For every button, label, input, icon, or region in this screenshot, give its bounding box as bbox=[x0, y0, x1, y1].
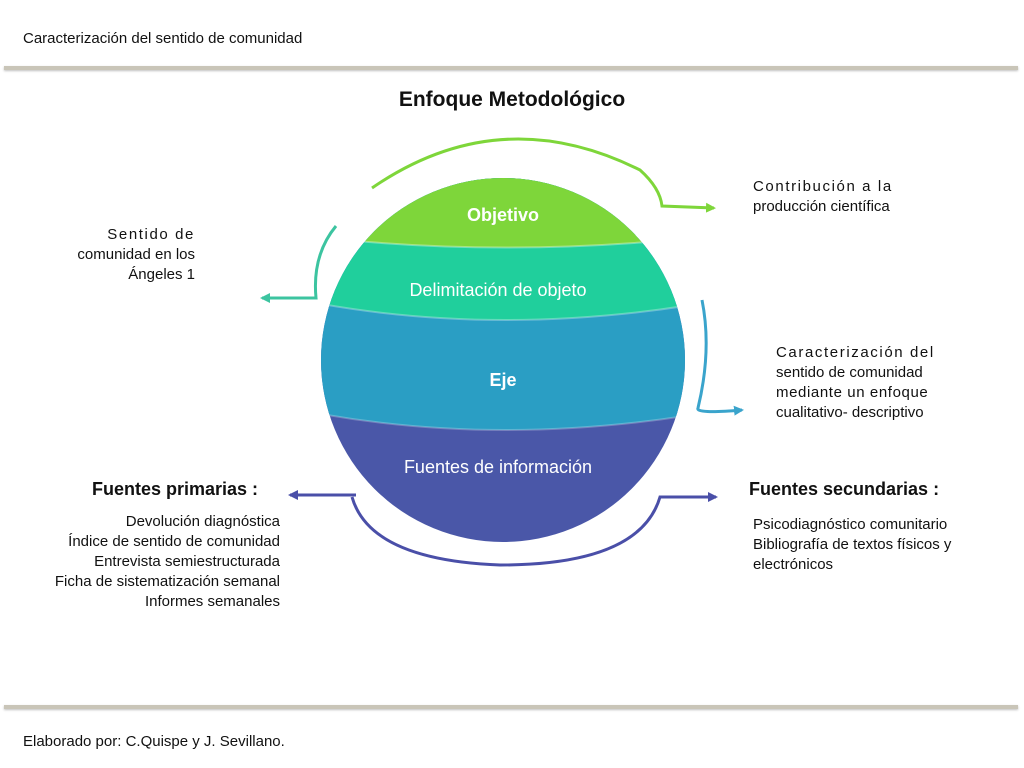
list-item: Informes semanales bbox=[144, 593, 280, 610]
note-right-top: Contribución a la producción científica bbox=[753, 177, 993, 217]
list-item: Devolución diagnóstica bbox=[125, 513, 280, 530]
note-line: Caracterización del bbox=[776, 344, 935, 361]
band-label-eje: Eje bbox=[489, 370, 516, 390]
arrow-blue-right bbox=[696, 299, 744, 416]
note-left-top: Sentido de comunidad en los Ángeles 1 bbox=[40, 225, 195, 285]
note-line: Ángeles 1 bbox=[128, 266, 195, 283]
band-label-fuentes: Fuentes de información bbox=[404, 457, 592, 477]
band-label-delimitacion: Delimitación de objeto bbox=[409, 280, 586, 300]
note-line: Sentido de bbox=[107, 226, 195, 243]
note-line: producción científica bbox=[753, 198, 890, 215]
header-title: Caracterización del sentido de comunidad bbox=[23, 30, 303, 47]
band-label-objetivo: Objetivo bbox=[467, 205, 539, 225]
arrow-indigo-arc bbox=[350, 492, 718, 567]
primary-heading: Fuentes primarias : bbox=[92, 479, 259, 499]
arrow-green-arc bbox=[371, 137, 716, 213]
list-item: Entrevista semiestructurada bbox=[94, 553, 280, 570]
secondary-list: Psicodiagnóstico comunitario Bibliografí… bbox=[753, 515, 1013, 575]
list-item: Índice de sentido de comunidad bbox=[68, 533, 280, 550]
note-line: sentido de comunidad bbox=[776, 364, 923, 381]
secondary-heading: Fuentes secundarias : bbox=[749, 479, 940, 499]
list-item: Ficha de sistematización semanal bbox=[54, 573, 280, 590]
list-item: electrónicos bbox=[753, 556, 834, 573]
note-line: comunidad en los bbox=[77, 246, 195, 263]
list-item: Psicodiagnóstico comunitario bbox=[753, 516, 948, 533]
bottom-divider bbox=[4, 705, 1018, 709]
note-right-middle: Caracterización del sentido de comunidad… bbox=[776, 343, 1016, 423]
footer-credit: Elaborado por: C.Quispe y J. Sevillano. bbox=[23, 733, 285, 750]
note-line: mediante un enfoque bbox=[776, 384, 929, 401]
arrow-teal-left bbox=[260, 225, 338, 303]
primary-list: Devolución diagnóstica Índice de sentido… bbox=[20, 512, 280, 612]
note-line: cualitativo- descriptivo bbox=[776, 404, 924, 421]
page-title: Enfoque Metodológico bbox=[398, 88, 626, 111]
note-line: Contribución a la bbox=[753, 178, 893, 195]
top-divider bbox=[4, 66, 1018, 70]
list-item: Bibliografía de textos físicos y bbox=[753, 536, 952, 553]
